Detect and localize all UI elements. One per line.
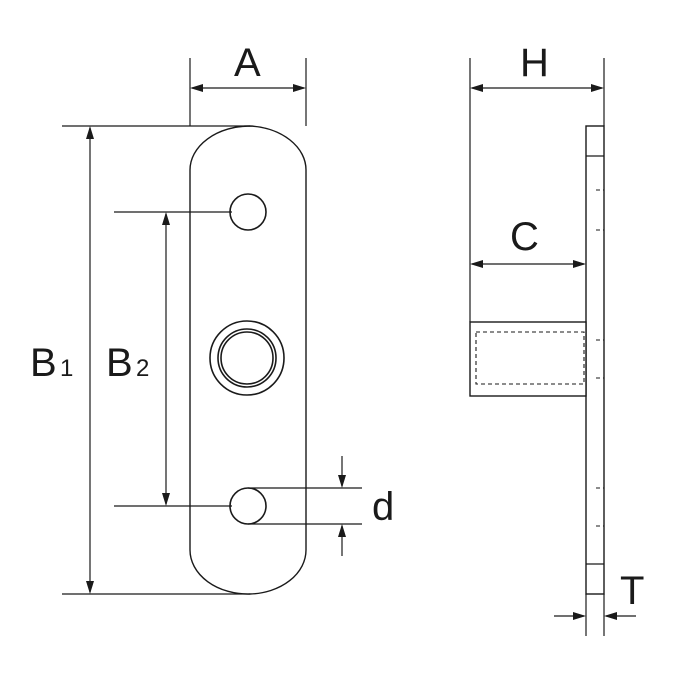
- label-b2: B: [106, 341, 133, 385]
- label-b1: B: [30, 341, 57, 385]
- center-boss-outer: [209, 320, 285, 396]
- side-boss-bore: [475, 331, 585, 385]
- side-plate: [585, 125, 605, 595]
- label-h: H: [520, 41, 549, 85]
- center-boss-bore: [220, 331, 274, 385]
- label-b2-sub: 2: [136, 355, 149, 382]
- label-a: A: [234, 41, 261, 85]
- label-c: C: [510, 215, 539, 259]
- plate-outline: [189, 125, 307, 595]
- front-view: A B 1 B 2 d: [30, 41, 394, 595]
- center-boss-inner: [217, 328, 277, 388]
- label-t: T: [620, 569, 644, 613]
- label-b1-sub: 1: [60, 355, 73, 382]
- side-boss: [469, 321, 587, 397]
- side-view: H C T: [469, 41, 644, 636]
- label-d: d: [372, 485, 394, 529]
